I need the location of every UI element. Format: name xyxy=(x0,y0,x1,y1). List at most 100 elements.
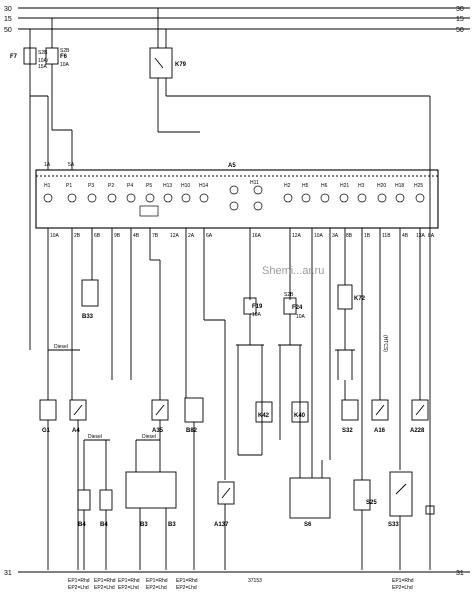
pin-2b: 2B xyxy=(74,233,81,239)
pin-13a: 13A xyxy=(416,233,426,239)
fuse-f24-label: F24 xyxy=(292,305,303,311)
rail-31-label: 31 xyxy=(4,570,12,577)
pin-16a: 16A xyxy=(252,233,262,239)
lamp-h14: H14 xyxy=(199,183,208,189)
fuse-f19-label: F19 xyxy=(252,304,263,310)
lamp-p2: P2 xyxy=(108,183,114,189)
pin-11b: 11B xyxy=(382,233,391,239)
lamp-h3: H3 xyxy=(358,183,365,189)
pin-4b-b: 4B xyxy=(402,233,409,239)
ep-label-6a: EP1=Rhd xyxy=(392,578,414,584)
rail-30-label-right: 30 xyxy=(456,6,464,13)
a35-label: A35 xyxy=(152,428,164,434)
a137-label: A137 xyxy=(214,522,229,528)
fuse-f7-rating: 10A/ xyxy=(38,58,49,64)
cluster-pin-1a: 1A xyxy=(44,162,51,168)
s32-label: S32 xyxy=(342,428,353,434)
fuse-f6-label: F6 xyxy=(60,54,68,60)
s25-label: S25 xyxy=(366,500,377,506)
cluster-bottom-pins: 10A 2B 6B 9B 4B 7B 12A 2A 6A 16A 12A 10A… xyxy=(50,233,435,239)
sensor-b33-body xyxy=(81,279,99,307)
k42-label: K42 xyxy=(258,413,270,419)
cluster-pin-5a: 5A xyxy=(68,162,75,168)
fuse-f6-rating: 10A xyxy=(60,62,70,68)
lamp-p4: P4 xyxy=(127,183,133,189)
fuse-f7-term: S2B xyxy=(38,50,48,56)
pin-6b: 6B xyxy=(94,233,101,239)
s32-body xyxy=(341,399,359,421)
htcs-note: (HTCS) xyxy=(382,335,388,352)
bottom-ep-labels: EP1=Rhd EP2=Lhd EP1=Rhd EP2=Lhd EP1=Rhd … xyxy=(68,578,414,591)
ep-label-5a: EP1=Rhd xyxy=(176,578,198,584)
pin-3a: 3A xyxy=(332,233,339,239)
k72-label: K72 xyxy=(354,296,366,302)
pin-1b: 1B xyxy=(364,233,371,239)
b4-right-label: B4 xyxy=(100,522,108,528)
fuse-f19-rating: 10A xyxy=(252,312,262,318)
cluster-a5-label: A5 xyxy=(228,163,236,169)
ep-label-4b: EP2=Lhd xyxy=(146,585,167,591)
relay-k72-body xyxy=(337,284,353,310)
lamp-h2: H2 xyxy=(284,183,291,189)
diesel-note-1: Diesel xyxy=(54,344,68,350)
b3-right-label: B3 xyxy=(168,522,176,528)
lamp-h25: H25 xyxy=(414,183,423,189)
b3-group-box xyxy=(125,471,177,509)
k42-body xyxy=(255,401,273,423)
pin-7b: 7B xyxy=(152,233,159,239)
a16-body xyxy=(371,399,389,421)
ep-label-3b: EP2=Lhd xyxy=(118,585,139,591)
k40-label: K40 xyxy=(294,413,306,419)
lamp-h13: H13 xyxy=(163,183,172,189)
watermark: Shemi...ar.ru xyxy=(262,265,324,277)
pin-9b: 9B xyxy=(114,233,121,239)
fuse-f24-rating: 10A xyxy=(296,314,306,320)
b4-left-body xyxy=(77,489,91,511)
rail-31-label-right: 31 xyxy=(456,570,464,577)
pin-4b: 4B xyxy=(133,233,140,239)
rail-30-label: 30 xyxy=(4,6,12,13)
pin-6a: 6A xyxy=(206,233,213,239)
ep-label-2a: EP1=Rhd xyxy=(94,578,116,584)
pin-8a: 8A xyxy=(428,233,435,239)
ep-label-2b: EP2=Lhd xyxy=(94,585,115,591)
rail-15-label: 15 xyxy=(4,16,12,23)
fuse-f24-term: S2B xyxy=(284,292,294,298)
relay-k79-body xyxy=(149,47,173,79)
a137-body xyxy=(217,481,235,505)
rail-50-label-right: 50 xyxy=(456,27,464,34)
rail-50-label: 50 xyxy=(4,27,12,34)
pin-10a: 10A xyxy=(50,233,60,239)
lamp-h1: H1 xyxy=(44,183,51,189)
b82-label: B82 xyxy=(186,428,198,434)
lamp-h21: H21 xyxy=(340,183,349,189)
cluster-a5-box xyxy=(35,169,439,229)
k40-body xyxy=(291,401,309,423)
g1-label: G1 xyxy=(42,428,51,434)
ep-label-5b: EP2=Lhd xyxy=(176,585,197,591)
rail-15-label-right: 15 xyxy=(456,16,464,23)
ep-label-6b: EP2=Lhd xyxy=(392,585,413,591)
lamp-p3: P3 xyxy=(88,183,94,189)
ep-label-3a: EP1=Rhd xyxy=(118,578,140,584)
lamp-h10: H10 xyxy=(181,183,190,189)
b82-body xyxy=(184,397,204,423)
a16-label: A16 xyxy=(374,428,386,434)
s6-body xyxy=(289,477,331,519)
cluster-lamp-labels: H1 P1 P3 P2 P4 P5 H13 H10 H14 H11 H2 H5 … xyxy=(44,180,423,189)
lamp-h18: H18 xyxy=(395,183,404,189)
a228-body xyxy=(411,399,429,421)
s33-label: S33 xyxy=(388,522,399,528)
ep-label-1b: EP2=Lhd xyxy=(68,585,89,591)
pin-12a: 12A xyxy=(170,233,180,239)
g1-body xyxy=(39,399,57,421)
b4-left-label: B4 xyxy=(78,522,86,528)
a228-label: A228 xyxy=(410,428,425,434)
fuse-f6-term: S2B xyxy=(60,48,70,54)
relay-k79-label: K79 xyxy=(175,62,187,68)
fuse-f7-label: F7 xyxy=(10,54,18,60)
diesel-note-2: Diesel xyxy=(88,434,102,440)
pin-8b: 8B xyxy=(346,233,353,239)
